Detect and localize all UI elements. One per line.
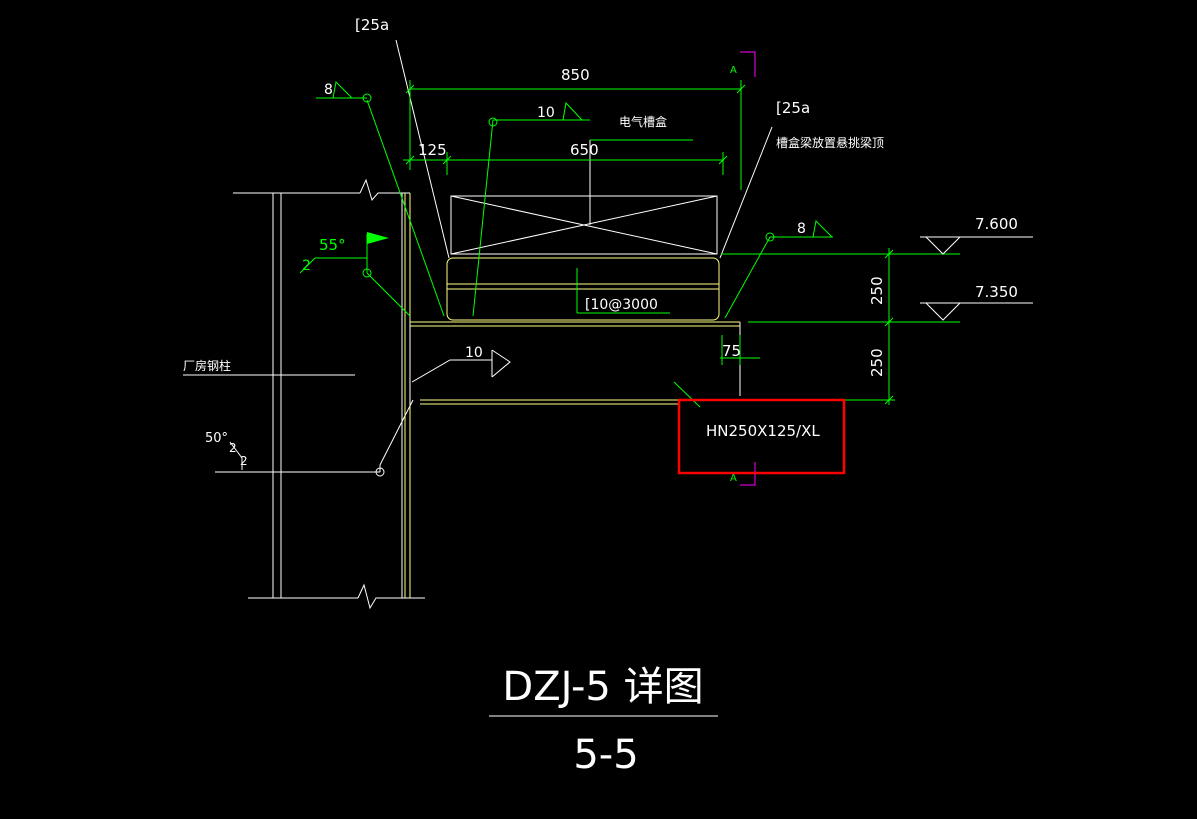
beam-weld-symbol (215, 349, 511, 477)
groove-angle-lower: 50° (205, 431, 228, 446)
weld-size-top-center: 10 (537, 105, 555, 121)
groove-gap-upper: 2 (302, 258, 311, 274)
elevation-top: 7.600 (975, 215, 1018, 233)
dim-right-offset: 75 (722, 342, 741, 360)
groove-gap-lower-b: 2 (240, 454, 248, 468)
section-title: 5-5 (573, 732, 638, 778)
dim-left-offset: 125 (418, 141, 447, 159)
beam-section-label: HN250X125/XL (706, 422, 820, 440)
dim-height-upper: 250 (868, 276, 886, 305)
drawing-title: DZJ-5 详图 (502, 664, 703, 710)
elevation-marks (920, 236, 1033, 321)
dim-height-lower: 250 (868, 348, 886, 377)
cantilever-beam (409, 321, 741, 405)
elevation-mid: 7.350 (975, 283, 1018, 301)
groove-angle-upper: 55° (319, 236, 346, 254)
cable-tray-label: 电气槽盒 (619, 114, 667, 129)
weld-size-top-left: 8 (324, 82, 333, 98)
weld-size-right: 8 (797, 221, 806, 237)
section-mark-top: A (730, 65, 737, 76)
leader-lines (299, 97, 833, 319)
section-marks (740, 51, 756, 486)
channel-10 (446, 253, 720, 321)
channel-label-top-right: [25a (776, 99, 810, 117)
dim-overall-width: 850 (561, 66, 590, 84)
field-weld-flag-icon (367, 232, 389, 244)
weld-size-beam: 10 (465, 345, 483, 361)
groove-marks (229, 441, 243, 470)
cable-tray-box (450, 140, 718, 255)
dimension-lines (403, 80, 960, 408)
channel-25a-supports (395, 39, 773, 259)
channel-spacing-label: [10@3000 (585, 297, 658, 313)
groove-gap-lower-a: 2 (229, 441, 237, 455)
column-label: 厂房钢柱 (183, 358, 231, 373)
section-mark-bottom: A (730, 473, 737, 484)
tray-beam-note: 槽盒梁放置悬挑梁顶 (776, 135, 884, 150)
weld-symbols (332, 80, 833, 278)
steel-column (233, 178, 425, 610)
highlight-box (677, 398, 846, 475)
channel-label-top-left: [25a (355, 16, 389, 34)
dim-inner-width: 650 (570, 141, 599, 159)
column-plate (404, 193, 411, 598)
